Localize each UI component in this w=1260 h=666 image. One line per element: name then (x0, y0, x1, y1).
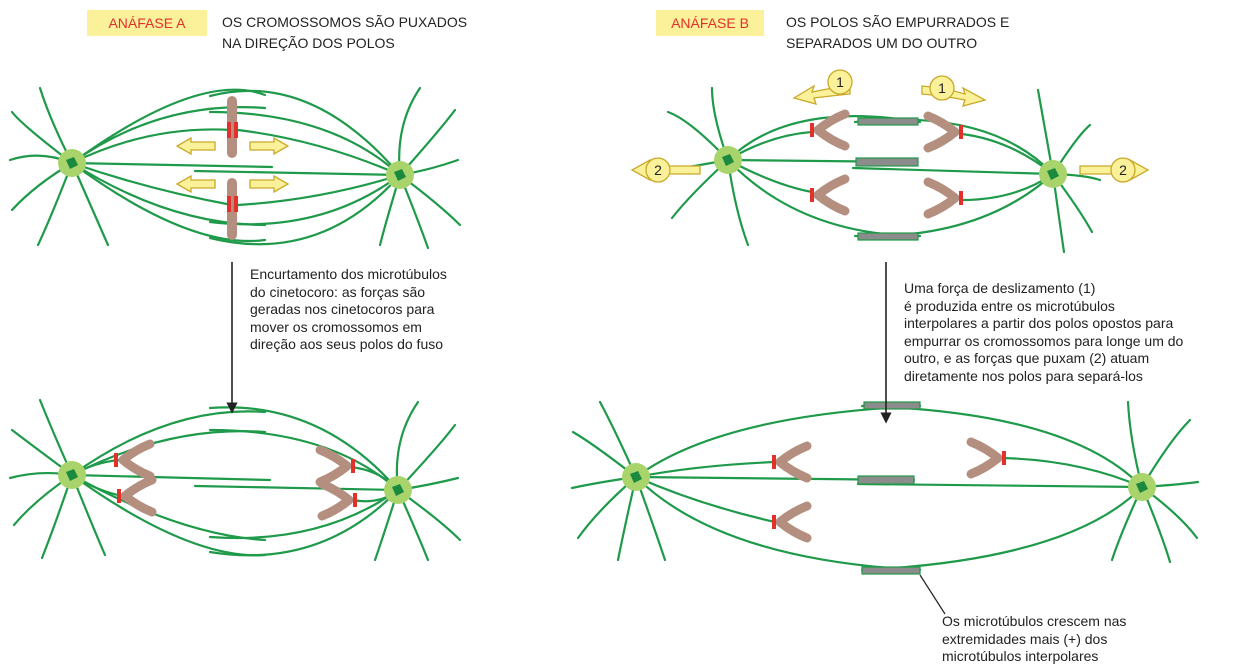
anaphase-b-overlap-zones-before (855, 117, 919, 241)
anaphase-a-force-arrows (175, 136, 290, 194)
anaphase-a-poles-after (58, 461, 412, 504)
anaphase-a-heading: OS CROMOSSOMOS SÃO PUXADOS NA DIREÇÃO DO… (222, 14, 468, 51)
anaphase-a-tag: ANÁFASE A (87, 10, 207, 36)
anaphase-b-tag: ANÁFASE B (656, 10, 764, 36)
anaphase-b-poles-before (714, 146, 1067, 188)
anaphase-a-description: Encurtamento dos microtúbulos do cinetoc… (250, 266, 447, 352)
growth-note-leader-line (919, 574, 946, 615)
anaphase-b-description: Uma força de deslizamento (1) é produzid… (904, 280, 1184, 384)
force-label-1b: 1 (938, 80, 946, 96)
anaphase-b-spindle-after (570, 400, 1200, 572)
anaphase-b-overlap-zones-after (857, 401, 921, 575)
anaphase-b-chromosomes-before (810, 109, 963, 219)
force-label-2b: 2 (1119, 162, 1127, 178)
anaphase-a-chromosomes-after (114, 439, 357, 521)
anaphase-a-poles-before (58, 149, 414, 189)
anaphase-b-poles-after (622, 463, 1156, 501)
anaphase-b-chromosomes-after (772, 437, 1006, 543)
force-label-2a: 2 (654, 162, 662, 178)
growth-note: Os microtúbulos crescem nas extremidades… (942, 613, 1127, 664)
anaphase-b-force-labels: 1 1 2 2 (645, 69, 1136, 183)
anaphase-b-heading: OS POLOS SÃO EMPURRADOS E SEPARADOS UM D… (786, 14, 1010, 51)
force-label-1a: 1 (836, 74, 844, 90)
anaphase-a-chromosomes-before (227, 96, 238, 240)
